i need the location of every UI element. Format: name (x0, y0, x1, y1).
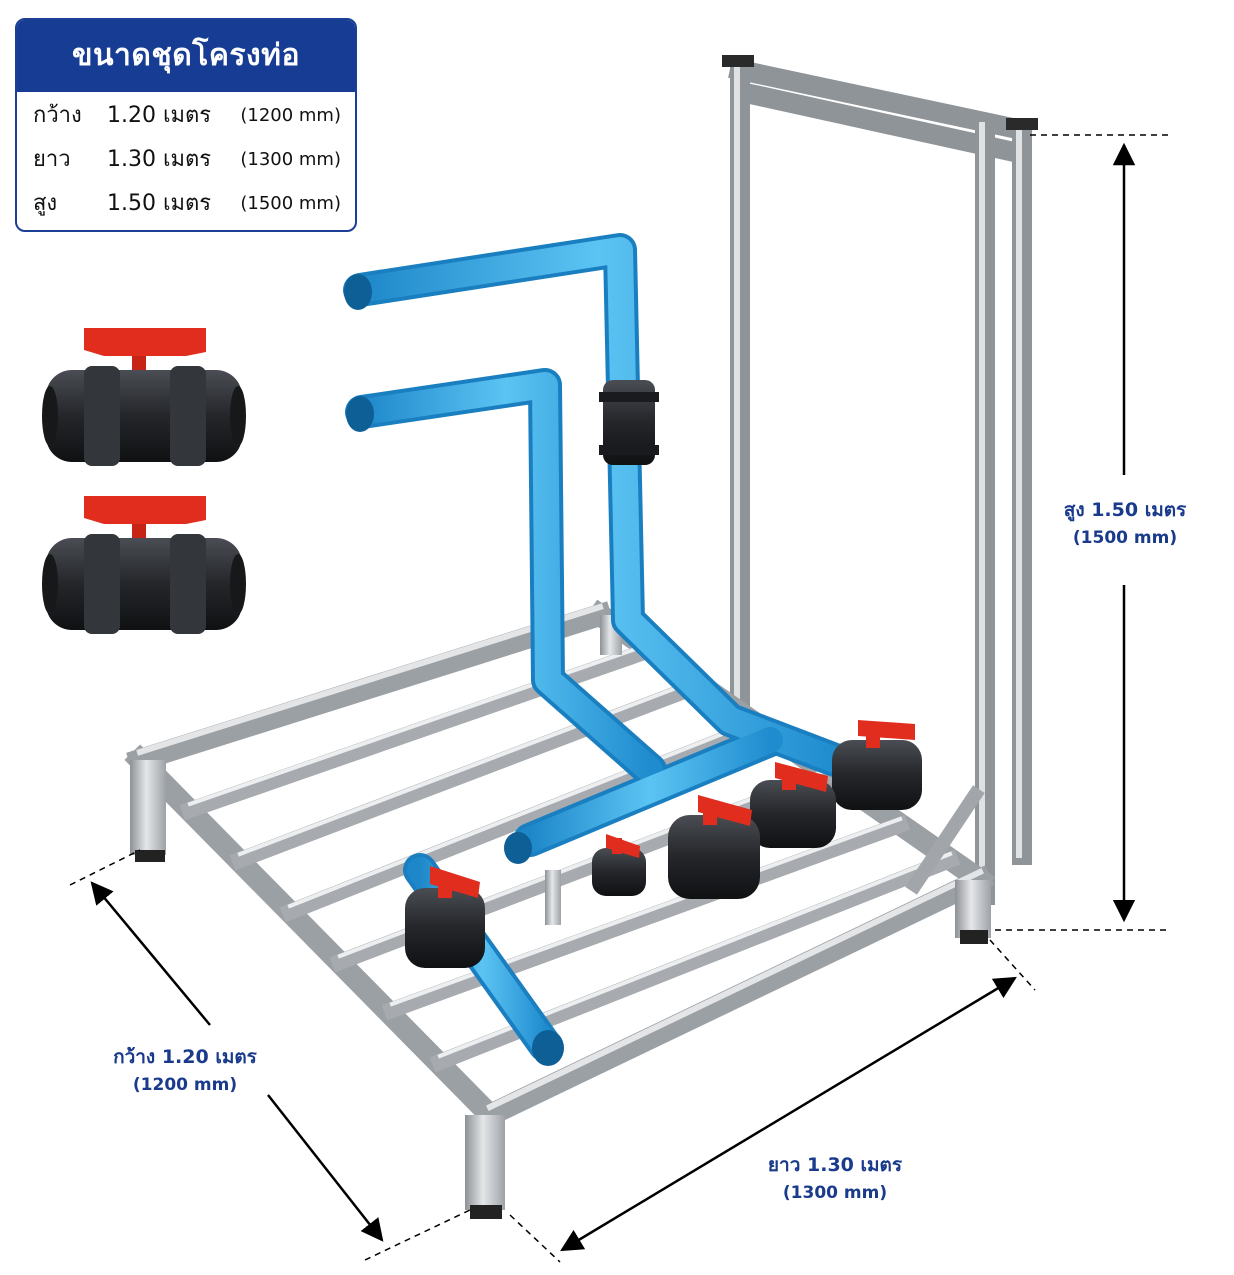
spec-label: กว้าง (33, 103, 82, 128)
spec-mm: (1200 mm) (240, 105, 341, 126)
spec-mm: (1500 mm) (240, 193, 341, 214)
manifold-valves (405, 720, 922, 968)
spec-title: ขนาดชุดโครงท่อ (17, 20, 355, 92)
ball-valve-2 (750, 762, 836, 848)
dimension-lines (69, 134, 1170, 1263)
spec-value: 1.30 เมตร (107, 147, 212, 172)
length-dimension-label: ยาว 1.30 เมตร (1300 mm) (755, 1150, 915, 1208)
spec-row-height: สูง 1.50 เมตร (1500 mm) (17, 184, 355, 224)
pvc-piping (343, 233, 852, 1066)
spec-label: สูง (33, 191, 58, 216)
frame-legs (130, 615, 991, 1219)
spec-value: 1.20 เมตร (107, 103, 212, 128)
width-mm: (1200 mm) (132, 1075, 238, 1096)
ball-valve-1 (832, 720, 922, 810)
height-dimension-label: สูง 1.50 เมตร (1500 mm) (1040, 495, 1210, 553)
spec-row-length: ยาว 1.30 เมตร (1300 mm) (17, 140, 355, 180)
height-label: สูง 1.50 เมตร (1063, 499, 1187, 521)
width-dimension-label: กว้าง 1.20 เมตร (1200 mm) (95, 1042, 275, 1100)
spec-value: 1.50 เมตร (107, 191, 212, 216)
height-mm: (1500 mm) (1072, 528, 1178, 549)
ball-valve-4 (592, 834, 646, 896)
width-label: กว้าง 1.20 เมตร (113, 1046, 257, 1068)
spec-row-width: กว้าง 1.20 เมตร (1200 mm) (17, 96, 355, 136)
ball-valve-sample-1 (42, 328, 246, 466)
length-label: ยาว 1.30 เมตร (767, 1154, 903, 1176)
spec-label: ยาว (33, 147, 71, 172)
ball-valve-5 (405, 866, 485, 968)
length-mm: (1300 mm) (782, 1183, 888, 1204)
spec-card: ขนาดชุดโครงท่อ กว้าง 1.20 เมตร (1200 mm)… (15, 18, 357, 232)
ball-valve-3 (668, 795, 760, 899)
ball-valve-sample-2 (42, 496, 246, 634)
spec-mm: (1300 mm) (240, 149, 341, 170)
